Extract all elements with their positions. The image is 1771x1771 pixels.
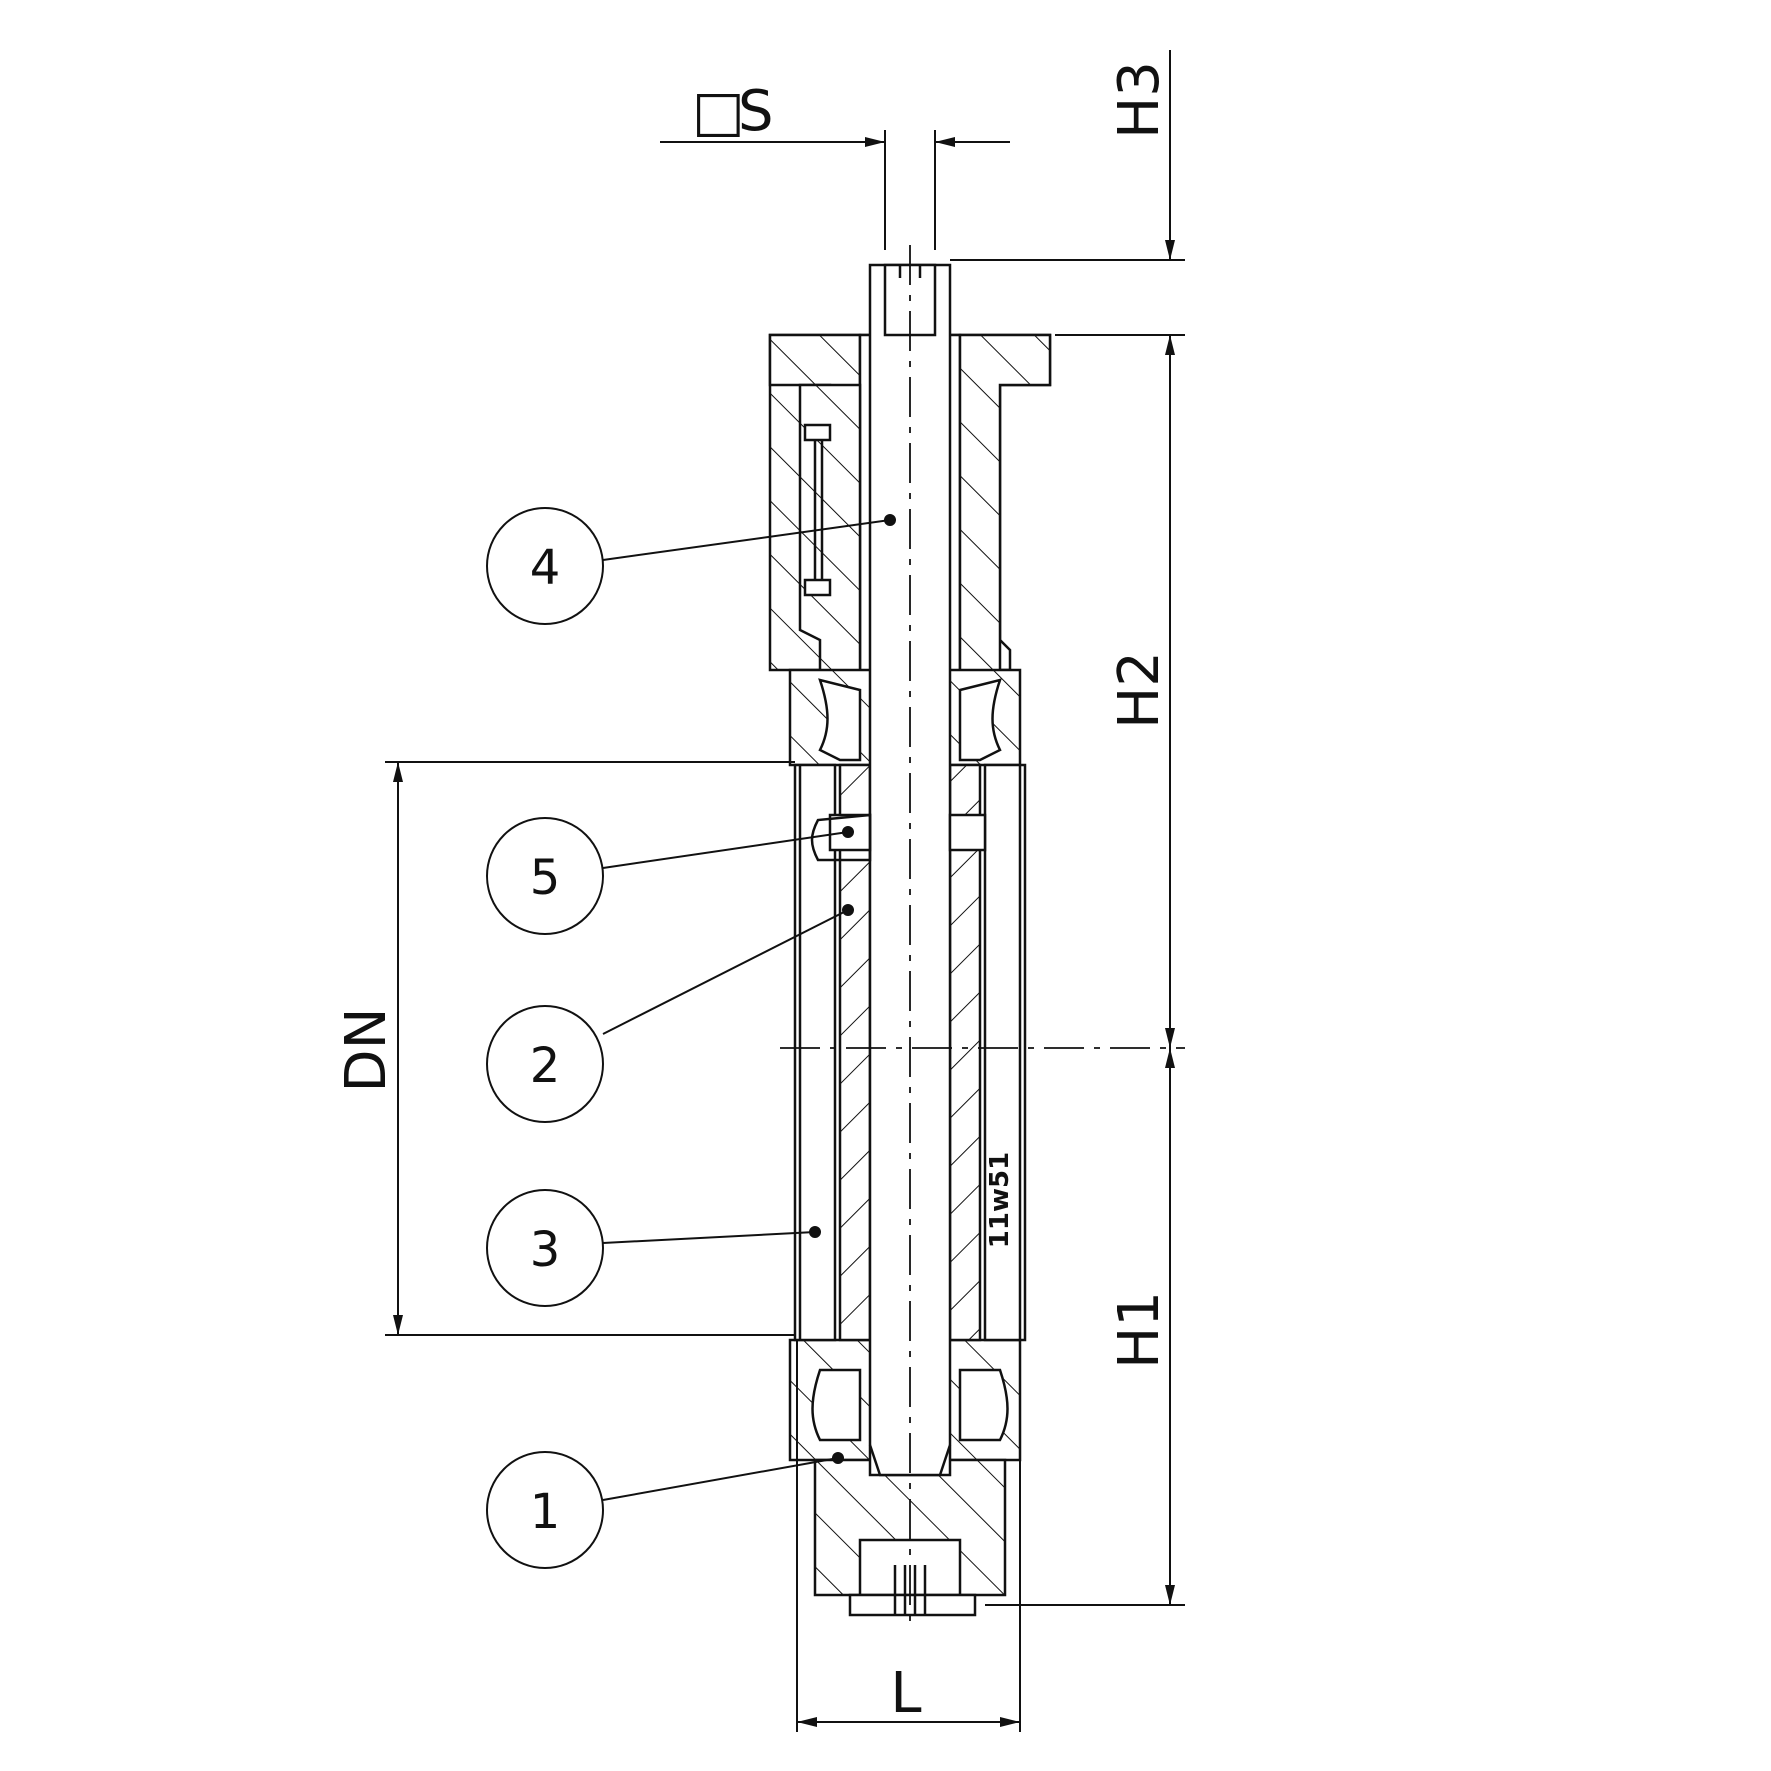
callout-1: 1 [530,1484,561,1540]
leader-1 [602,1457,839,1501]
body-marking: 11w51 [985,1152,1015,1248]
leader-3 [602,1231,816,1244]
dim-l-label: L [890,1661,921,1726]
callouts [486,507,896,1569]
callout-circle-1 [486,1451,604,1569]
callout-3: 3 [530,1222,561,1278]
callout-circle-3 [486,1189,604,1307]
leader-4 [602,519,891,561]
dim-h2-label: H2 [1107,651,1172,729]
dim-dn-label: DN [334,1007,399,1092]
callout-2: 2 [530,1038,561,1094]
dim-h1-label: H1 [1107,1291,1172,1369]
dimension-lines [385,50,1185,1732]
dim-s-label: S [738,79,774,144]
dimension-labels: □ S H3 H2 H1 DN L 11w51 [334,61,1172,1726]
center-lines [780,245,1185,1630]
callout-circle-5 [486,817,604,935]
callout-5: 5 [530,850,561,906]
callout-circle-4 [486,507,604,625]
leader-5 [602,831,849,869]
callout-circle-2 [486,1005,604,1123]
callout-4: 4 [530,540,561,596]
leader-2 [602,909,849,1035]
seat-right [983,763,1027,1342]
dim-h3-label: H3 [1107,61,1172,139]
bottom-cap [848,1593,977,1617]
square-symbol: □ [692,79,745,144]
callout-numbers: 4 5 2 3 1 [530,540,561,1540]
